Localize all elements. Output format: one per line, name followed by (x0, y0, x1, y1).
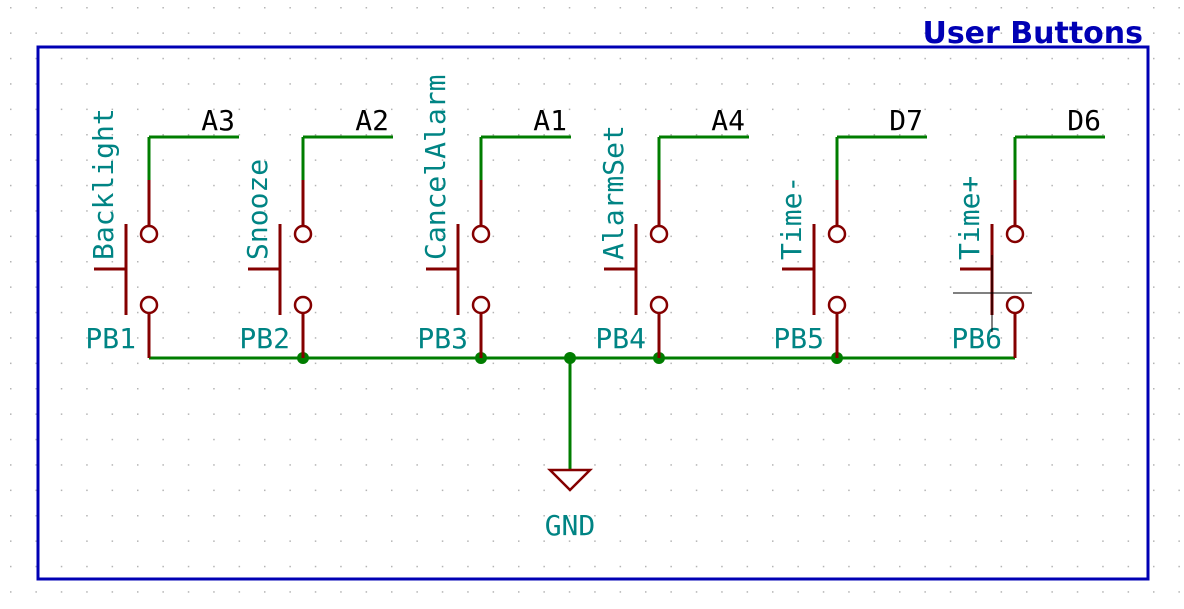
button-value-label: Snooze (241, 159, 274, 260)
sheet-border (36, 45, 1150, 581)
contact-bottom (293, 295, 313, 315)
contact-top (1005, 224, 1025, 244)
sheet-title: User Buttons (922, 16, 1143, 51)
button-ref-label: PB3 (417, 322, 468, 355)
background-grid (10, 7, 1180, 593)
contact-top (293, 224, 313, 244)
contact-bottom (471, 295, 491, 315)
button-ref-label: PB1 (85, 322, 136, 355)
button-ref-label: PB5 (773, 322, 824, 355)
net-label: A1 (533, 104, 567, 137)
contact-bottom (827, 295, 847, 315)
net-label: D6 (1067, 104, 1101, 137)
junction-dot-3 (564, 352, 576, 364)
net-label: A3 (201, 104, 235, 137)
net-label: D7 (889, 104, 923, 137)
crosshair-cursor-icon (953, 255, 1032, 332)
button-ref-label: PB4 (595, 322, 646, 355)
contact-bottom (139, 295, 159, 315)
contact-bottom (649, 295, 669, 315)
contact-bottom (1005, 295, 1025, 315)
net-label: A4 (711, 104, 745, 137)
net-label: A2 (355, 104, 389, 137)
button-value-label: AlarmSet (597, 125, 630, 260)
button-value-label: CancelAlarm (419, 75, 452, 260)
contact-top (471, 224, 491, 244)
ground-symbol-icon[interactable] (546, 468, 594, 492)
contact-top (139, 224, 159, 244)
contact-top (649, 224, 669, 244)
button-value-label: Backlight (87, 108, 120, 260)
contact-top (827, 224, 847, 244)
button-ref-label: PB6 (951, 322, 1002, 355)
button-value-label: Time+ (953, 176, 986, 260)
button-value-label: Time- (775, 176, 808, 260)
button-ref-label: PB2 (239, 322, 290, 355)
gnd-label: GND (545, 509, 596, 542)
